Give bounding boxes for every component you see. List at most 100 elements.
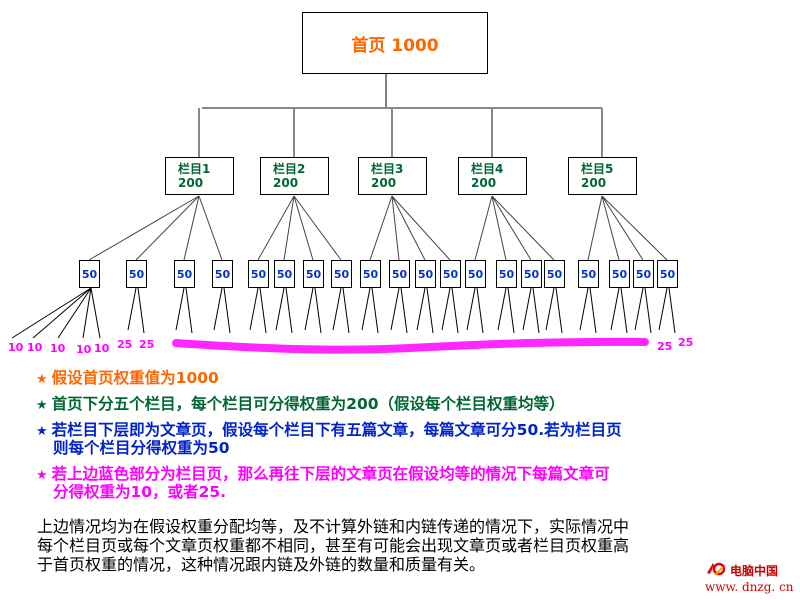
article-value: 50 [305, 267, 322, 281]
category-name: 栏目5 [581, 162, 614, 176]
article-node: 50 [360, 260, 381, 288]
sub-connectors [11, 287, 676, 339]
star-icon: ★ [36, 468, 48, 483]
leaf-connector [183, 195, 200, 261]
leaf-connector [391, 195, 426, 261]
article-node: 50 [126, 260, 147, 288]
sub-connector [32, 287, 92, 339]
article-node: 50 [79, 260, 100, 288]
sub-connector [644, 287, 652, 334]
sub-value: 10 [76, 343, 92, 356]
article-value: 50 [333, 267, 350, 281]
sub-value: 10 [50, 342, 66, 355]
sub-connector [137, 287, 145, 334]
leaf-connector [391, 195, 451, 261]
leaf-connector [257, 195, 295, 261]
sub-connector [466, 287, 476, 331]
root-node: 首页 1000 [302, 12, 488, 74]
leaf-connector [198, 195, 223, 261]
article-node: 50 [521, 260, 542, 288]
summary-line: 上边情况均为在假设权重分配均等，及不计算外链和内链传递的情况下，实际情况中 [37, 517, 630, 536]
article-value: 50 [467, 267, 484, 281]
article-node: 50 [633, 260, 654, 288]
leaf-connector [88, 195, 200, 261]
article-node: 50 [174, 260, 195, 288]
leaf-connector [601, 195, 620, 261]
sub-connector [82, 287, 92, 339]
category-value: 200 [371, 176, 397, 190]
star-icon: ★ [36, 372, 48, 387]
star-icon: ★ [36, 398, 48, 413]
sub-connector [304, 287, 314, 331]
sub-connector [634, 287, 644, 331]
article-node: 50 [496, 260, 517, 288]
category-name: 栏目1 [178, 162, 211, 176]
sub-connector [426, 287, 434, 334]
article-value: 50 [546, 267, 563, 281]
category-value: 200 [471, 176, 497, 190]
sub-connector [314, 287, 322, 334]
category-value: 200 [581, 176, 607, 190]
sub-connector [532, 287, 540, 334]
note-text: 若栏目下层即为文章页，假设每个栏目下有五篇文章，每篇文章可分50.若为栏目页 [51, 421, 622, 439]
note-1: ★假设首页权重值为1000 [36, 370, 219, 388]
leaf-connector [474, 195, 493, 261]
sub-connector [249, 287, 259, 331]
sub-connector [390, 287, 400, 331]
article-node: 50 [248, 260, 269, 288]
sub-value: 10 [8, 341, 24, 354]
sub-connector [497, 287, 507, 331]
category-value: 200 [273, 176, 299, 190]
sub-connector [259, 287, 267, 334]
sub-value: 10 [27, 341, 43, 354]
article-node: 50 [389, 260, 410, 288]
article-value: 50 [523, 267, 540, 281]
sub-connector [361, 287, 371, 331]
logo-name: 电脑中国 [730, 564, 779, 578]
leaf-connector [135, 195, 200, 261]
article-node: 50 [274, 260, 295, 288]
sub-connector [371, 287, 379, 334]
site-logo: 电脑中国 www. dnzg. cn [705, 561, 800, 599]
logo-icon [707, 562, 725, 576]
sub-connector [175, 287, 185, 331]
article-value: 50 [276, 267, 293, 281]
category-value: 200 [178, 176, 204, 190]
leaf-connector [293, 195, 342, 261]
leaf-connector [601, 195, 668, 261]
leaf-connector [491, 195, 507, 261]
leaf-connector [283, 195, 295, 261]
note-4: ★若上边蓝色部分为栏目页，那么再往下层的文章页在假设均等的情况下每篇文章可 分得… [36, 466, 610, 501]
sub-connector [507, 287, 515, 334]
sub-connector [620, 287, 628, 334]
note-text: 假设首页权重值为1000 [51, 369, 219, 387]
sub-connector [90, 287, 101, 339]
article-node: 50 [578, 260, 599, 288]
highlight-stroke [172, 337, 649, 354]
summary-paragraph: 上边情况均为在假设权重分配均等，及不计算外链和内链传递的情况下，实际情况中 每个… [37, 517, 797, 574]
note-text-continued: 分得权重为10，或者25. [53, 483, 227, 501]
sub-value: 25 [678, 336, 694, 349]
note-2: ★首页下分五个栏目，每个栏目可分得权重为200（假设每个栏目权重均等） [36, 396, 565, 414]
sub-connector [11, 287, 92, 339]
leaf-connector [491, 195, 532, 261]
article-node: 50 [212, 260, 233, 288]
article-node: 50 [465, 260, 486, 288]
leaf-connector [491, 195, 555, 261]
note-text-continued: 则每个栏目分得权重为50 [53, 439, 230, 457]
sub-connector [522, 287, 532, 331]
article-node: 50 [331, 260, 352, 288]
article-value: 50 [442, 267, 459, 281]
article-value: 50 [250, 267, 267, 281]
sub-connector [545, 287, 555, 331]
sub-connector [451, 287, 459, 334]
summary-line: 每个栏目页或每个文章页权重都不相同，甚至有可能会出现文章页或者栏目页权重高 [37, 536, 630, 555]
sub-connector [589, 287, 597, 334]
sub-connector [610, 287, 620, 331]
article-value: 50 [391, 267, 408, 281]
